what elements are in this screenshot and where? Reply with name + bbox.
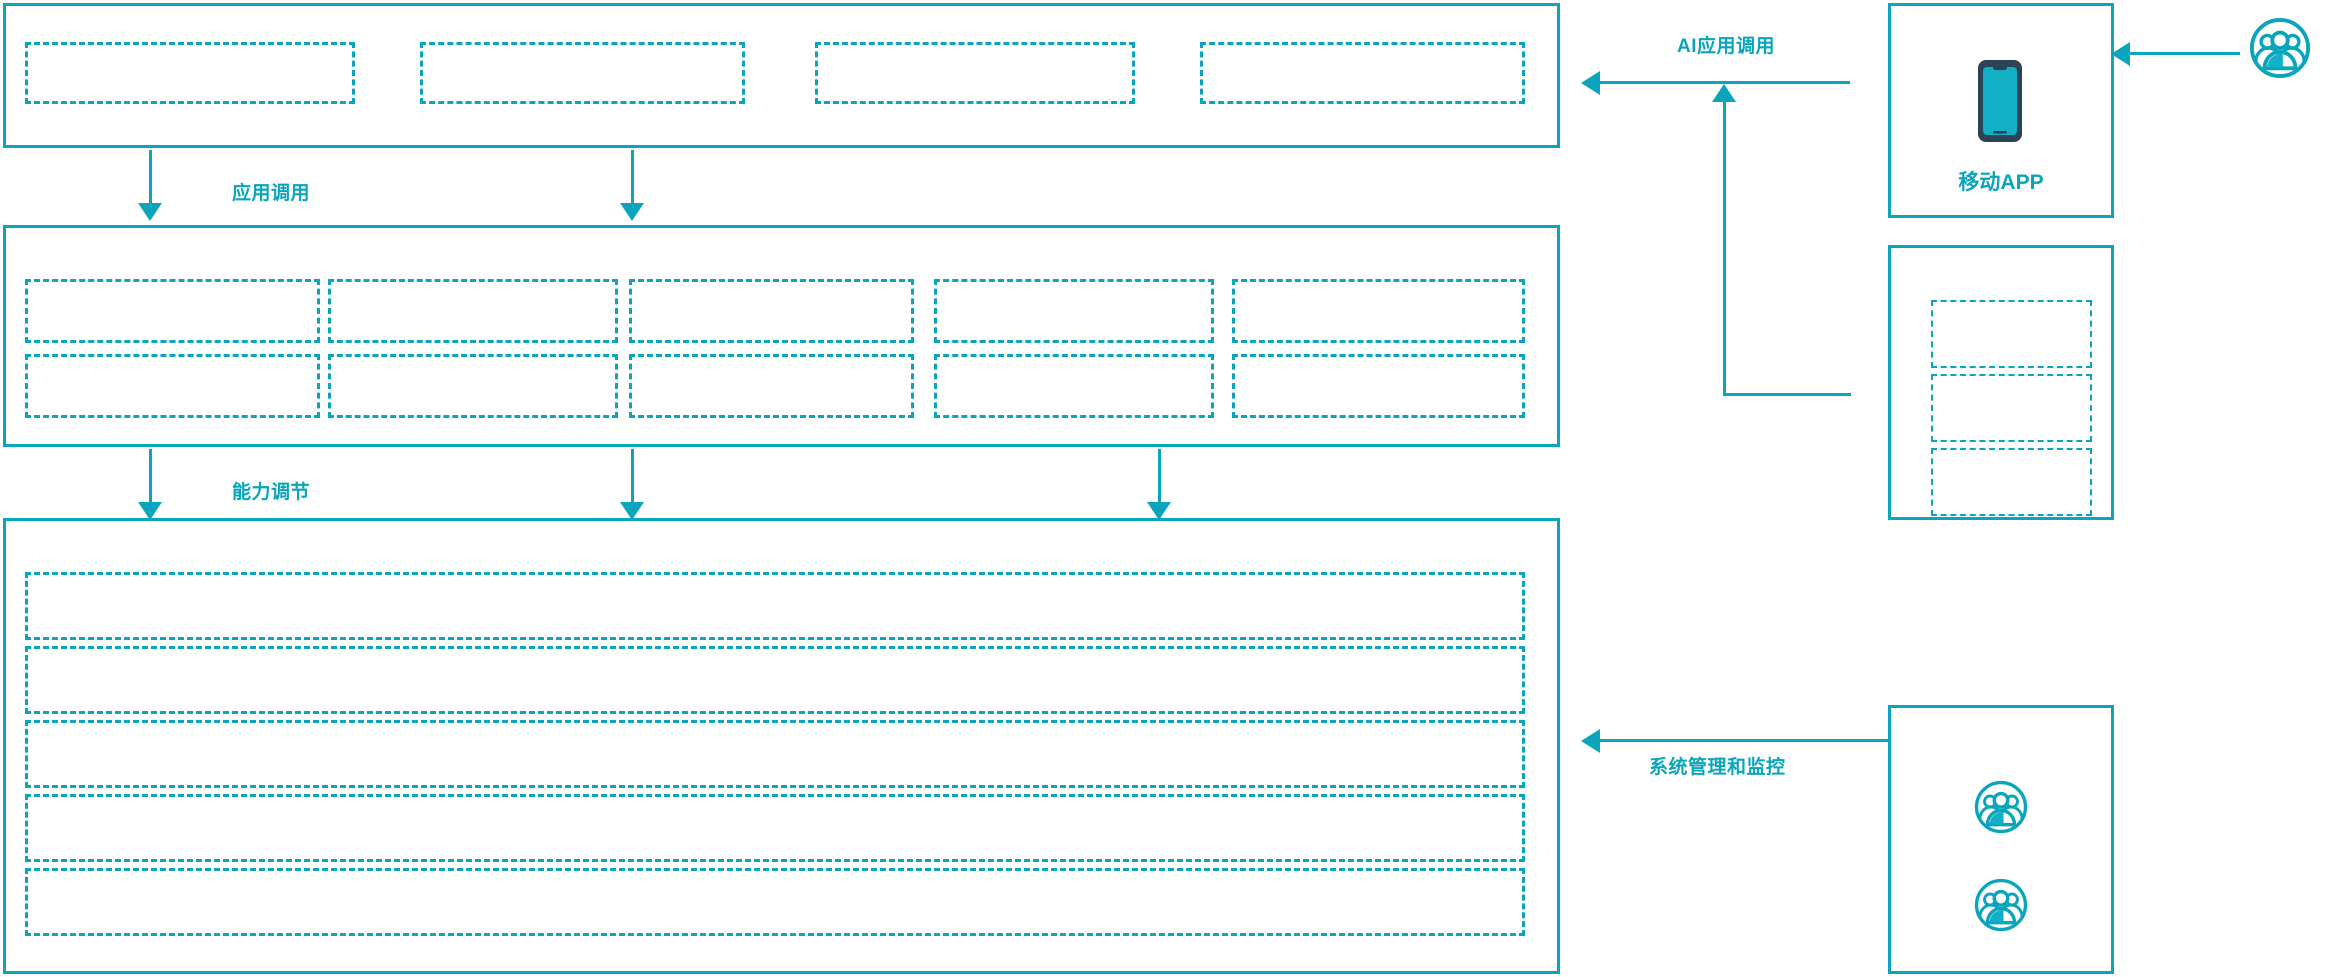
flow-sys-monitor-hline <box>1600 739 1888 742</box>
flow-capability-tune-arrowhead-2 <box>620 502 644 520</box>
cap-slot-1-5[interactable] <box>1232 279 1525 343</box>
platform-row-4[interactable] <box>25 794 1525 862</box>
operations-panel <box>1888 705 2114 974</box>
flow-app-call-line-2 <box>631 150 634 205</box>
operations-actor-2-users-group-icon[interactable] <box>1974 878 2028 937</box>
flow-capability-tune-label: 能力调节 <box>232 482 311 503</box>
app-slot-4[interactable] <box>1200 42 1525 104</box>
cap-slot-1-2[interactable] <box>328 279 618 343</box>
flow-ai-app-call-riser <box>1723 101 1726 395</box>
flow-capability-tune-arrowhead-1 <box>138 502 162 520</box>
mobile-phone-icon <box>1974 58 2028 149</box>
flow-capability-tune-line-3 <box>1158 449 1161 505</box>
cap-slot-2-4[interactable] <box>934 354 1214 418</box>
mobile-app-label: 移动APP <box>1958 171 2044 194</box>
cap-slot-2-2[interactable] <box>328 354 618 418</box>
flow-ai-app-call-riser-arrowhead <box>1712 84 1736 102</box>
cap-slot-1-1[interactable] <box>25 279 320 343</box>
platform-row-1[interactable] <box>25 572 1525 640</box>
external-user-connector-arrowhead <box>2111 42 2130 66</box>
external-user-connector <box>2130 52 2240 55</box>
cap-slot-2-1[interactable] <box>25 354 320 418</box>
flow-ai-app-call-arrowhead <box>1581 71 1600 95</box>
flow-app-call-arrowhead-2 <box>620 203 644 221</box>
cap-slot-2-3[interactable] <box>629 354 914 418</box>
platform-row-3[interactable] <box>25 720 1525 788</box>
flow-ai-app-call-riser-foot <box>1723 393 1851 396</box>
flow-sys-monitor-label: 系统管理和监控 <box>1649 757 1786 778</box>
channel-slot-3[interactable] <box>1931 448 2092 516</box>
flow-app-call-arrowhead-1 <box>138 203 162 221</box>
channel-slot-2[interactable] <box>1931 374 2092 442</box>
flow-capability-tune-line-1 <box>149 449 152 505</box>
flow-sys-monitor-arrowhead <box>1581 729 1600 753</box>
external-user-group-icon[interactable] <box>2249 17 2311 84</box>
flow-app-call-label: 应用调用 <box>232 183 311 204</box>
cap-slot-1-4[interactable] <box>934 279 1214 343</box>
platform-row-5[interactable] <box>25 868 1525 936</box>
app-slot-1[interactable] <box>25 42 355 104</box>
app-slot-2[interactable] <box>420 42 745 104</box>
cap-slot-2-5[interactable] <box>1232 354 1525 418</box>
channel-slot-1[interactable] <box>1931 300 2092 368</box>
operations-actor-1-users-group-icon[interactable] <box>1974 780 2028 839</box>
flow-app-call-line-1 <box>149 150 152 205</box>
flow-capability-tune-arrowhead-3 <box>1147 502 1171 520</box>
cap-slot-1-3[interactable] <box>629 279 914 343</box>
platform-row-2[interactable] <box>25 646 1525 714</box>
flow-ai-app-call-hline <box>1600 81 1850 84</box>
flow-ai-app-call-label: AI应用调用 <box>1677 36 1776 57</box>
mobile-app-panel[interactable]: 移动APP <box>1888 3 2114 218</box>
flow-capability-tune-line-2 <box>631 449 634 505</box>
app-slot-3[interactable] <box>815 42 1135 104</box>
